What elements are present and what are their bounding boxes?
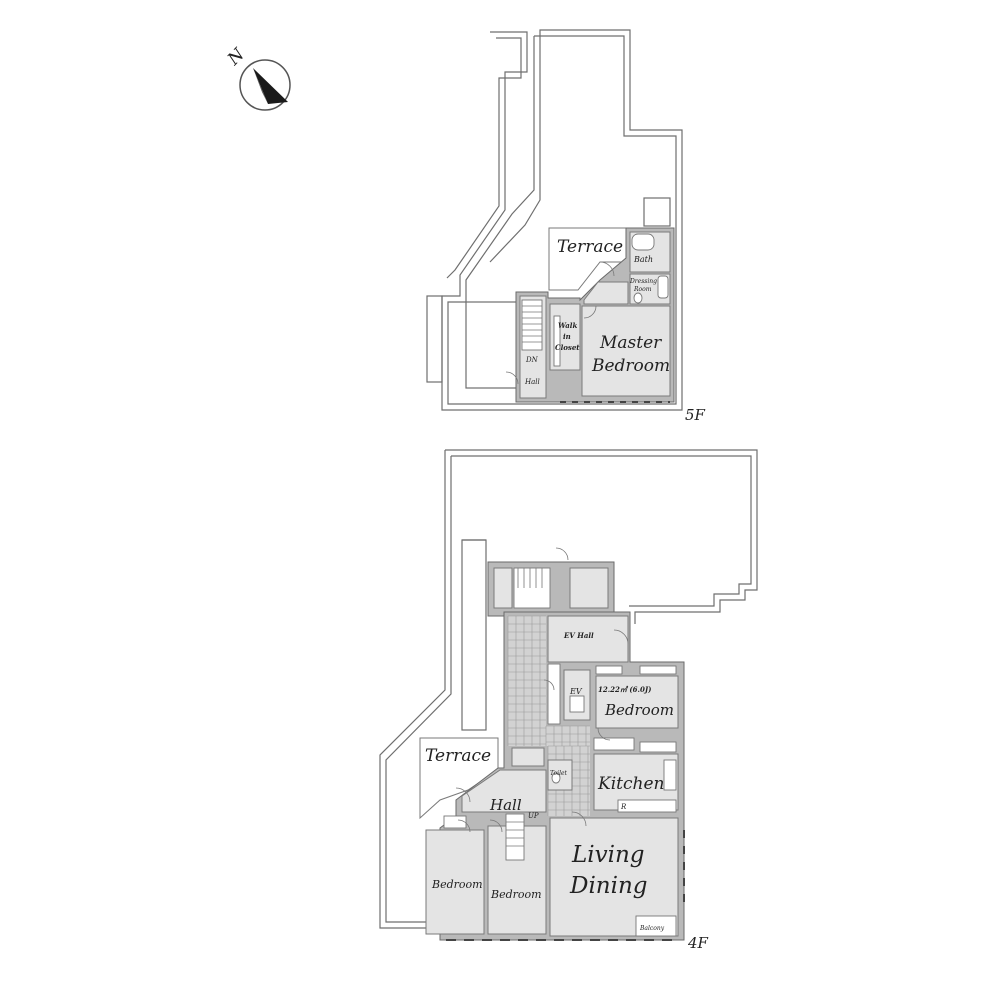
floor-5f-master-label-2: Bedroom [591,356,670,376]
floor-4f-core-stair-treads [517,568,543,588]
floor-4f-stair-label: UP [528,812,539,820]
floor-5f-washbasin-icon [657,275,669,299]
compass-needle-shade [253,68,268,104]
floor-4f-bedroom-west [425,829,485,935]
floor-5f-walkin-label-1: Walk [558,321,577,330]
floor-4f-hall [461,769,547,813]
compass: N [223,44,291,111]
floor-4f-ev-car-icon [569,695,585,713]
floor-4f-living-label-2: Dining [569,873,648,899]
floor-4f-living-label-1: Living [571,842,645,868]
floor-4f-ev-shaft-left [547,663,561,725]
floor-4f-bedroom-west-label: Bedroom [431,878,483,891]
floor-4f-closet-west [443,815,467,829]
floor-4f-door-ev-hall [613,629,629,645]
floor-5f-passage [583,281,629,305]
floor-5f-door-terrace [599,261,615,277]
floor-4f-door-bedroom [597,727,611,741]
floor-4f-bedroom-mid-label: Bedroom [490,888,542,901]
floor-4f-toilet [547,759,573,791]
floor-5f-bathtub-icon [631,233,655,251]
floor-5f-stair [521,299,543,351]
floor-4f-kitchen-cabinet [639,741,677,753]
floor-4f-kitchen-counter-top [593,737,635,751]
floor-5f-bath-label: Bath [633,255,653,264]
floor-4f-label: 4F [687,934,709,952]
floor-4f-kitchen-counter [617,799,677,813]
floor-5f-toilet-icon [633,292,643,304]
floor-4f-door-bedroom-mid [489,819,503,833]
floor-4f-ev-hall-label: EV Hall [563,631,594,640]
floor-5f-master-label-1: Master [599,333,662,353]
floor-4f-balcony-label: Balcony [639,925,665,932]
floor-4f-core-shaft [493,567,513,609]
floor-5f-door-hall [505,371,519,385]
floor-4f-roof-outline [379,449,758,929]
floor-4f-door-core [555,547,569,561]
floor-4f-stair-up [505,813,525,861]
floor-4f-terrace-area [419,737,499,820]
floor-4f-door-terrace [455,787,471,803]
floor-5f-hall-label: Hall [524,378,540,386]
floor-4f-ev-hall [547,615,629,663]
floor-5f-label: 5F [685,406,706,424]
floor-5f: Terrace Bath Dressing Room Walk in Close… [426,29,706,424]
compass-needle-icon [253,68,288,104]
floor-4f-door-bedroom-west [457,819,471,833]
floor-4f-ev-label: EV [569,687,583,696]
floor-4f-stair-core [513,567,551,609]
floor-5f-walkin-label-3: Closet [555,343,580,352]
floor-5f-closet-shelf [553,315,561,367]
floor-5f-master-bedroom [581,305,671,397]
floor-5f-terrace-label: Terrace [557,237,623,257]
floor-4f-door-living [571,811,587,827]
floor-4f-bedroom-east-area: 12.22㎡ (6.0J) [598,685,651,694]
floor-4f-bedroom-east [595,675,679,729]
floor-4f-terrace-label: Terrace [425,746,491,766]
floor-4f-closet-east [595,665,623,675]
floor-4f-stair-up-treads [506,821,524,847]
floor-4f-fridge-label: R [620,803,627,811]
floor-5f-door-master [583,305,597,319]
floor-4f-balcony [635,915,677,937]
floor-4f-hall-label: Hall [489,796,522,814]
floor-4f-windows [446,830,685,941]
floor-4f-toilet-icon [551,772,561,784]
floor-5f-dressing-label-1: Dressing [629,278,657,285]
floor-5f-stair-label: DN [525,356,539,364]
floor-4f-kitchen-label: Kitchen [597,774,664,794]
floor-4f-toilet-label: Toilet [550,770,568,777]
floor-4f-kitchen-sink-icon [663,759,677,791]
floor-4f-washroom [511,747,545,767]
floor-4f-tiled-corridor [508,616,590,816]
floor-4f-door-ev [543,679,555,691]
floor-4f-bedroom-east-label: Bedroom [604,701,674,719]
floor-4f: Terrace EV Hall EV 12.22㎡ (6.0J) Bedroom… [379,449,758,952]
floor-5f-dressing-label-2: Room [633,286,652,293]
floor-4f-closet-east-2 [639,665,677,675]
floor-4f-core-room [569,567,609,609]
north-label: N [223,44,249,70]
floor-5f-walkin-label-2: in [563,332,571,341]
